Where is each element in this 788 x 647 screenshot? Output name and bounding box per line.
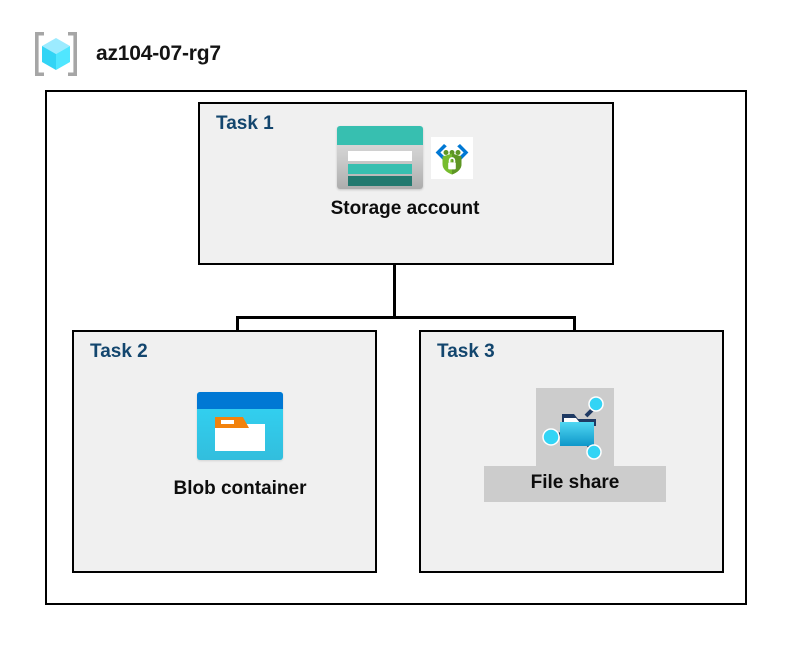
blob-container-icon xyxy=(197,392,283,460)
task-2-box: Task 2 xyxy=(72,330,377,573)
storage-account-node: Storage account xyxy=(260,126,550,220)
resource-group-cube-icon xyxy=(30,28,82,80)
blob-container-node: Blob container xyxy=(140,392,340,500)
storage-account-caption: Storage account xyxy=(330,198,480,219)
task-2-label: Task 2 xyxy=(90,341,148,362)
task-3-label: Task 3 xyxy=(437,341,495,362)
file-share-caption-backdrop: File share xyxy=(484,466,666,502)
private-endpoint-icon xyxy=(431,136,473,179)
resource-group-name: az104-07-rg7 xyxy=(96,42,221,65)
file-share-icon-backdrop xyxy=(536,388,614,466)
connector-storage-trunk xyxy=(393,265,396,318)
file-share-icon xyxy=(542,396,604,460)
storage-icon-row xyxy=(337,126,473,189)
connector-horizontal-bus xyxy=(236,316,576,319)
storage-account-icon xyxy=(337,126,423,189)
blob-container-caption: Blob container xyxy=(173,478,307,499)
file-share-node: File share xyxy=(480,388,670,502)
resource-group-header: az104-07-rg7 xyxy=(30,28,221,80)
file-share-caption: File share xyxy=(530,472,620,493)
task-1-label: Task 1 xyxy=(216,113,274,134)
